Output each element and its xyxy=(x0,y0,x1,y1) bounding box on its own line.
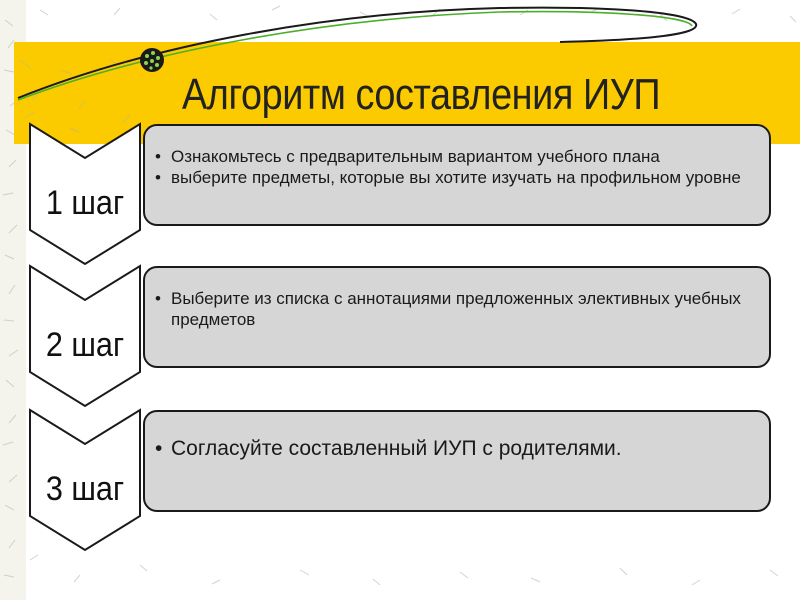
step-chevron-1 xyxy=(29,122,141,266)
step-label-1: 1 шаг xyxy=(45,184,125,222)
band-pattern xyxy=(19,59,131,133)
step-chevron-2 xyxy=(29,264,141,408)
scattered-pattern xyxy=(2,5,797,586)
globe-dots xyxy=(144,51,160,70)
step-chevron-3 xyxy=(29,408,141,552)
step-label-3: 3 шаг xyxy=(45,470,125,508)
step-2-content-box: Выберите из списка с аннотациями предлож… xyxy=(143,266,771,368)
step-1-item: выберите предметы, которые вы хотите изу… xyxy=(147,167,755,188)
step-1-list: Ознакомьтесь с предварительным вариантом… xyxy=(147,146,755,188)
step-3-item: Согласуйте составленный ИУП с родителями… xyxy=(147,436,755,462)
step-label-2: 2 шаг xyxy=(45,326,125,364)
step-2-list: Выберите из списка с аннотациями предлож… xyxy=(147,288,755,330)
step-2-item: Выберите из списка с аннотациями предлож… xyxy=(147,288,755,330)
swoosh-green xyxy=(17,10,693,101)
step-3-content-box: Согласуйте составленный ИУП с родителями… xyxy=(143,410,771,512)
page-title: Алгоритм составления ИУП xyxy=(182,70,661,119)
step-1-content-box: Ознакомьтесь с предварительным вариантом… xyxy=(143,124,771,226)
swoosh-outline xyxy=(17,6,698,99)
step-3-list: Согласуйте составленный ИУП с родителями… xyxy=(147,436,755,462)
step-1-item: Ознакомьтесь с предварительным вариантом… xyxy=(147,146,755,167)
